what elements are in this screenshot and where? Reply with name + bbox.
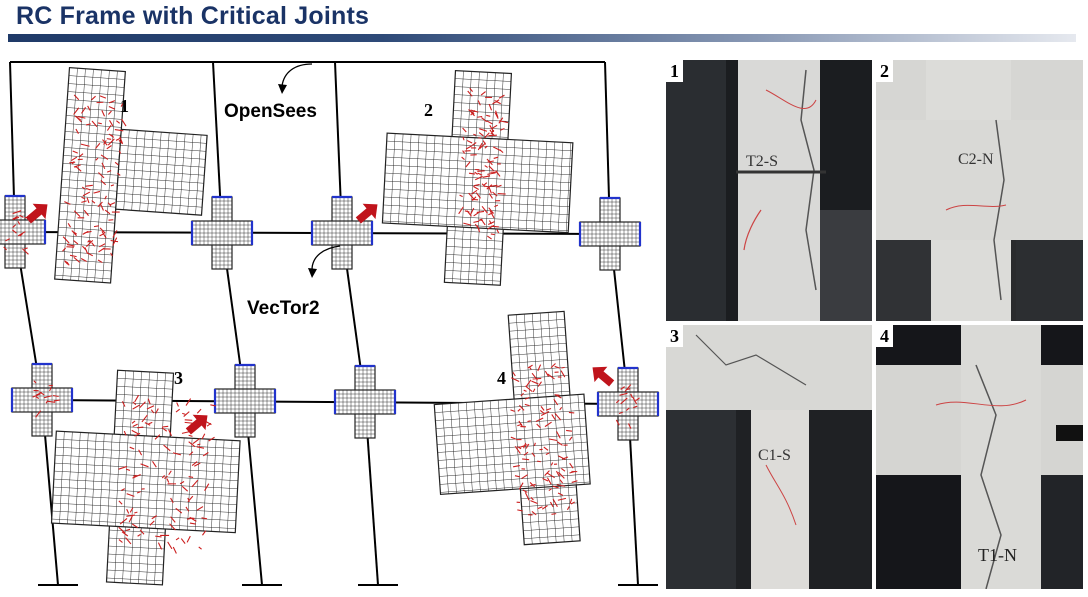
photo-4-tag: T1-N — [978, 545, 1017, 565]
page-title: RC Frame with Critical Joints — [16, 2, 370, 30]
photo-specimen-4: T1-N 4 — [876, 325, 1083, 589]
photo-3-tag: C1-S — [758, 447, 791, 464]
opensees-pointer — [281, 63, 313, 87]
subassembly-1-beam-grid — [116, 129, 207, 215]
subassembly-4-cracks — [510, 363, 578, 516]
joint-small-f-beam-grid — [215, 389, 275, 413]
photo-4-image: T1-N — [876, 325, 1083, 589]
subassembly-2-cracks — [458, 87, 509, 240]
photo-2-image: C2-N — [876, 60, 1083, 321]
red-arrow-joint-1-shape — [25, 203, 48, 224]
vector2-label: VecTor2 — [247, 298, 320, 319]
joint-small-g — [333, 364, 397, 439]
photo-2-tag: C2-N — [958, 151, 994, 168]
joint-label-2: 2 — [424, 100, 433, 120]
subassembly-1 — [54, 66, 208, 284]
joint-small-h-beam-grid — [598, 392, 658, 416]
subassembly-3-cracks — [118, 394, 216, 554]
red-arrow-joint-4 — [592, 366, 615, 387]
subassembly-3-beam-outline — [50, 430, 241, 534]
subassembly-1-cracks — [62, 94, 127, 266]
joint-small-d-beam-grid — [580, 222, 640, 246]
vector2-pointer — [311, 245, 341, 271]
subassembly-2 — [381, 69, 574, 286]
photo-3-number: 3 — [666, 325, 683, 347]
opensees-pointer-head — [278, 84, 287, 94]
opensees-label: OpenSees — [224, 101, 317, 122]
joint-small-b-beam-grid — [192, 221, 252, 245]
vector2-pointer-head — [308, 268, 317, 278]
photo-2-number: 2 — [876, 60, 893, 82]
joint-small-c — [310, 195, 374, 270]
red-arrow-joint-2 — [355, 203, 378, 224]
photo-1-number: 1 — [666, 60, 683, 82]
joint-small-c-beam-grid — [312, 221, 372, 245]
joint-small-e-cracks — [32, 380, 60, 418]
photo-specimen-3: C1-S 3 — [666, 325, 872, 589]
joint-small-h-cracks — [615, 384, 640, 429]
red-arrow-joint-3 — [185, 414, 208, 435]
subassembly-3 — [50, 369, 241, 586]
red-arrow-joint-1 — [25, 203, 48, 224]
joint-small-g-beam-grid — [335, 390, 395, 414]
subassembly-1-column-outline — [54, 66, 126, 284]
photo-3-image: C1-S — [666, 325, 872, 589]
photo-4-number: 4 — [876, 325, 893, 347]
red-arrow-joint-4-shape — [592, 366, 615, 387]
red-arrow-joint-2-shape — [355, 203, 378, 224]
joint-label-1: 1 — [120, 96, 129, 116]
subassembly-mesh-group — [50, 66, 591, 586]
title-underline-bar — [8, 34, 1076, 42]
joint-small-d — [578, 196, 642, 271]
subassembly-4 — [433, 310, 591, 546]
photo-specimen-1: T2-S 1 — [666, 60, 872, 321]
rc-frame-diagram: OpenSees VecTor2 1 2 3 4 — [0, 61, 660, 586]
red-arrow-joint-3-shape — [185, 414, 208, 435]
photo-1-tag: T2-S — [746, 153, 778, 170]
photo-specimen-2: C2-N 2 — [876, 60, 1083, 321]
joint-small-e — [10, 362, 74, 437]
joint-mesh-group — [0, 194, 660, 441]
joint-label-4: 4 — [497, 368, 506, 388]
subassembly-4-beam-grid — [434, 394, 591, 494]
joint-small-f — [213, 363, 277, 438]
joint-small-e-beam-grid — [12, 388, 72, 412]
subassembly-1-column-grid — [54, 68, 125, 283]
photo-1-image: T2-S — [666, 60, 872, 321]
joint-small-a — [0, 194, 47, 269]
red-arrow-group — [25, 203, 615, 435]
joint-label-3: 3 — [174, 368, 183, 388]
joint-small-b — [190, 195, 254, 270]
joint-small-h — [596, 366, 660, 441]
